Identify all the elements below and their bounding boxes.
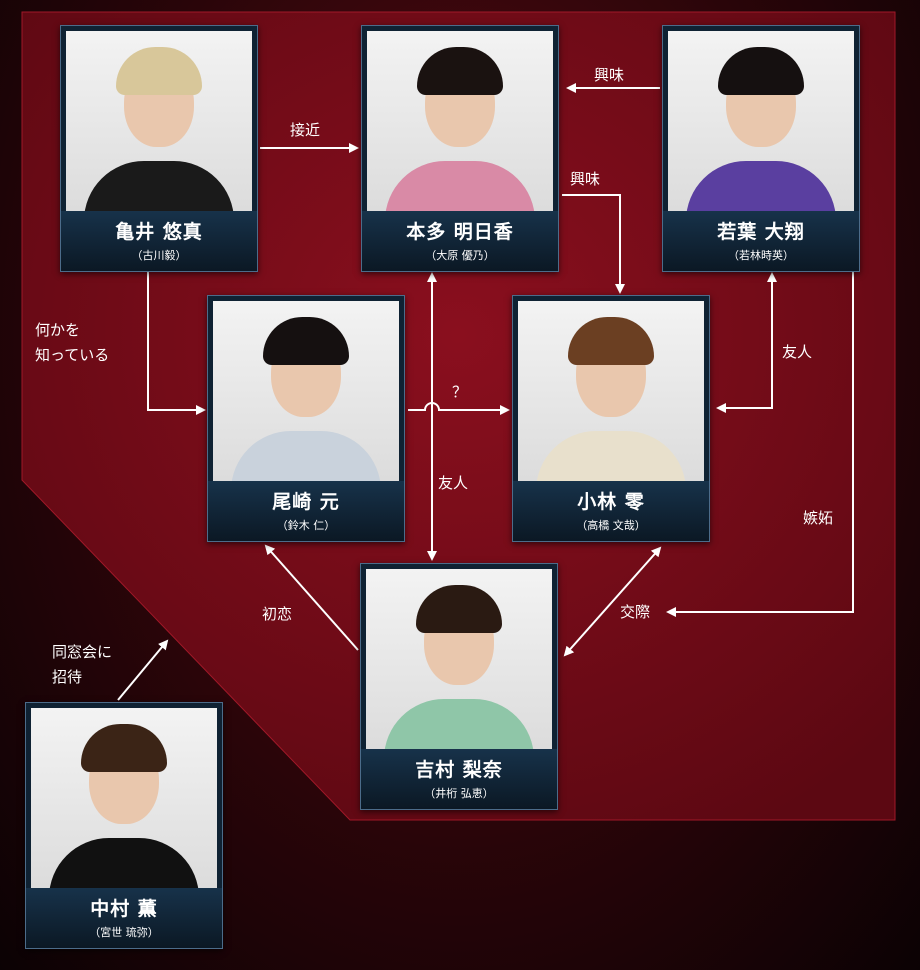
label-dating: 交際 — [620, 603, 651, 621]
character-card-honda-asuka: 本多 明日香 （大原 優乃） — [361, 25, 559, 272]
character-photo — [367, 31, 553, 211]
label-friend-right: 友人 — [782, 343, 813, 361]
label-invite-line1: 同窓会に — [52, 643, 113, 661]
label-knows-line2: 知っている — [35, 346, 110, 364]
label-first-love: 初恋 — [262, 605, 293, 623]
character-photo — [668, 31, 854, 211]
label-invite-line2: 招待 — [52, 668, 83, 686]
character-photo — [66, 31, 252, 211]
arrow-knows — [147, 272, 206, 415]
name-plate: 吉村 梨奈 （井桁 弘恵） — [361, 749, 557, 809]
actor-name: （井桁 弘恵） — [424, 787, 494, 800]
character-card-nakamura-kaoru: 中村 薫 （宮世 琉弥） — [25, 702, 223, 949]
character-card-kamei-yuma: 亀井 悠真 （古川毅） — [60, 25, 258, 272]
label-knows-line1: 何かを — [35, 321, 81, 339]
name-plate: 亀井 悠真 （古川毅） — [61, 211, 257, 271]
arrow-friend-right — [716, 272, 777, 413]
actor-name: （大原 優乃） — [425, 249, 495, 262]
arrow-interest — [562, 194, 625, 294]
name-plate: 若葉 大翔 （若林時英） — [663, 211, 859, 271]
character-photo — [31, 708, 217, 888]
actor-name: （高橋 文哉） — [576, 519, 646, 532]
name-plate: 尾崎 元 （鈴木 仁） — [208, 481, 404, 541]
character-name: 若葉 大翔 — [717, 221, 805, 243]
name-plate: 本多 明日香 （大原 優乃） — [362, 211, 558, 271]
arrow-dating — [563, 546, 662, 657]
arrow-invite — [117, 639, 169, 701]
label-jealousy: 嫉妬 — [803, 509, 834, 527]
actor-name: （宮世 琉弥） — [89, 926, 159, 939]
character-name: 本多 明日香 — [406, 221, 514, 243]
label-approach: 接近 — [290, 121, 321, 139]
label-unknown: ？ — [452, 383, 468, 401]
name-plate: 小林 零 （高橋 文哉） — [513, 481, 709, 541]
label-knows: 何かを 知っている — [35, 318, 109, 368]
character-card-kobayashi-rei: 小林 零 （高橋 文哉） — [512, 295, 710, 542]
character-photo — [213, 301, 399, 481]
character-name: 尾崎 元 — [272, 491, 340, 513]
arrow-first-love — [264, 544, 359, 651]
character-name: 吉村 梨奈 — [415, 759, 503, 781]
name-plate: 中村 薫 （宮世 琉弥） — [26, 888, 222, 948]
character-photo — [518, 301, 704, 481]
label-interest-top: 興味 — [594, 66, 625, 84]
actor-name: （古川毅） — [131, 249, 187, 262]
character-name: 中村 薫 — [90, 898, 158, 920]
character-photo — [366, 569, 552, 749]
character-name: 小林 零 — [577, 491, 645, 513]
arrow-jealousy — [666, 272, 854, 617]
character-card-wakaba-hiroto: 若葉 大翔 （若林時英） — [662, 25, 860, 272]
label-invite: 同窓会に 招待 — [52, 640, 112, 690]
character-card-yoshimura-rina: 吉村 梨奈 （井桁 弘恵） — [360, 563, 558, 810]
label-interest: 興味 — [570, 170, 601, 188]
actor-name: （鈴木 仁） — [276, 519, 336, 532]
label-friend-center: 友人 — [438, 474, 469, 492]
character-card-ozaki-gen: 尾崎 元 （鈴木 仁） — [207, 295, 405, 542]
character-name: 亀井 悠真 — [115, 221, 203, 243]
actor-name: （若林時英） — [728, 249, 794, 262]
